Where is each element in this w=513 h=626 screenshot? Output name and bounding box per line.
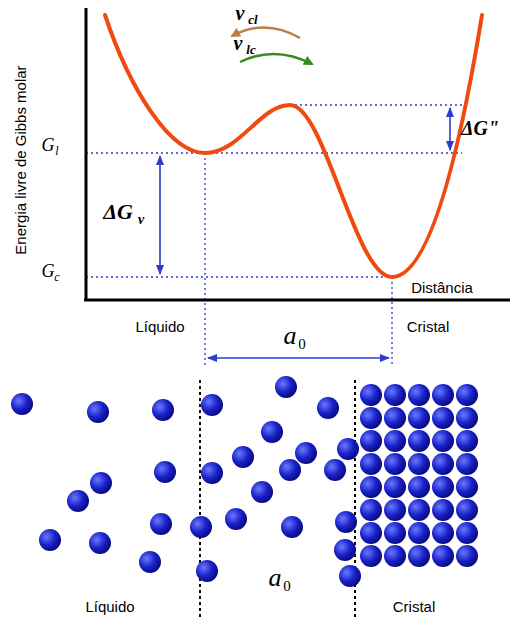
axis-label: Distância: [411, 280, 473, 295]
distance-subscript: 0: [298, 337, 306, 352]
crystal-atom: [408, 453, 430, 475]
crystal-atom: [432, 384, 454, 406]
rate-symbol: v: [236, 3, 245, 23]
crystal-atom: [384, 545, 406, 567]
crystal-atom: [360, 522, 382, 544]
crystal-atom: [384, 476, 406, 498]
axis-title: Energia livre de Gibbs molar: [13, 65, 28, 254]
energy-symbol: G: [42, 262, 55, 280]
crystal-atom: [456, 430, 478, 452]
rate-subscript: cl: [248, 13, 257, 26]
liquid-atoms: [11, 376, 346, 582]
crystal-atom: [360, 499, 382, 521]
rate-subscript: lc: [246, 43, 255, 56]
axes: [84, 8, 510, 301]
energy-curve: [105, 15, 482, 277]
crystal-atoms: [334, 384, 478, 587]
interface-lines: [200, 380, 355, 620]
crystal-atom: [360, 407, 382, 429]
crystal-atom: [408, 384, 430, 406]
crystal-atom: [456, 384, 478, 406]
energy-barrier: ΔG": [461, 118, 499, 138]
crystal-atom: [384, 407, 406, 429]
phase-label: Cristal: [393, 599, 436, 614]
crystal-atom: [432, 407, 454, 429]
crystal-atom: [432, 499, 454, 521]
crystal-atom: [384, 499, 406, 521]
crystal-atom: [408, 499, 430, 521]
dimension-arrows: [160, 108, 450, 358]
energy-subscript: l: [55, 145, 58, 157]
crystal-atom: [339, 565, 361, 587]
crystal-atom: [334, 539, 356, 561]
phase-label: Cristal: [407, 319, 450, 334]
crystal-atom: [360, 453, 382, 475]
guide-lines: [86, 105, 462, 366]
energy-difference: ΔG: [103, 201, 133, 223]
crystal-atom: [384, 430, 406, 452]
crystal-atom: [360, 384, 382, 406]
crystal-atom: [456, 522, 478, 544]
crystal-atom: [384, 384, 406, 406]
crystal-atom: [408, 430, 430, 452]
phase-label: Líquido: [85, 599, 134, 614]
crystal-atom: [360, 430, 382, 452]
crystal-atom: [456, 499, 478, 521]
crystal-atom: [456, 453, 478, 475]
rate-symbol: v: [234, 33, 243, 53]
crystal-atom: [408, 476, 430, 498]
crystal-atom: [432, 430, 454, 452]
crystal-atom: [456, 407, 478, 429]
crystal-atom: [456, 476, 478, 498]
energy-subscript: v: [138, 213, 144, 227]
crystal-atom: [456, 545, 478, 567]
distance-subscript: 0: [283, 579, 291, 594]
crystal-atom: [337, 438, 359, 460]
phase-label: Líquido: [135, 319, 184, 334]
crystal-atom: [432, 476, 454, 498]
crystal-atom: [408, 407, 430, 429]
crystal-atom: [384, 522, 406, 544]
crystal-atom: [360, 545, 382, 567]
crystal-atom: [384, 453, 406, 475]
distance-symbol: a: [284, 323, 297, 349]
energy-subscript: c: [54, 271, 59, 283]
crystal-atom: [432, 522, 454, 544]
crystal-atom: [335, 511, 357, 533]
crystal-atom: [432, 453, 454, 475]
energy-symbol: G: [42, 136, 55, 154]
crystal-atom: [360, 476, 382, 498]
distance-symbol: a: [269, 565, 282, 591]
crystal-atom: [432, 545, 454, 567]
crystal-atom: [408, 545, 430, 567]
crystal-atom: [408, 522, 430, 544]
